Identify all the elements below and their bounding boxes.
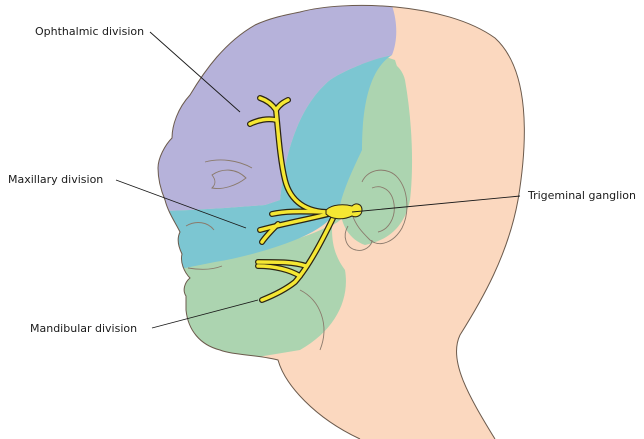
label-ganglion: Trigeminal ganglion — [527, 189, 636, 202]
label-ophthalmic: Ophthalmic division — [35, 25, 144, 38]
label-mandibular: Mandibular division — [30, 322, 137, 335]
label-maxillary: Maxillary division — [8, 173, 103, 186]
